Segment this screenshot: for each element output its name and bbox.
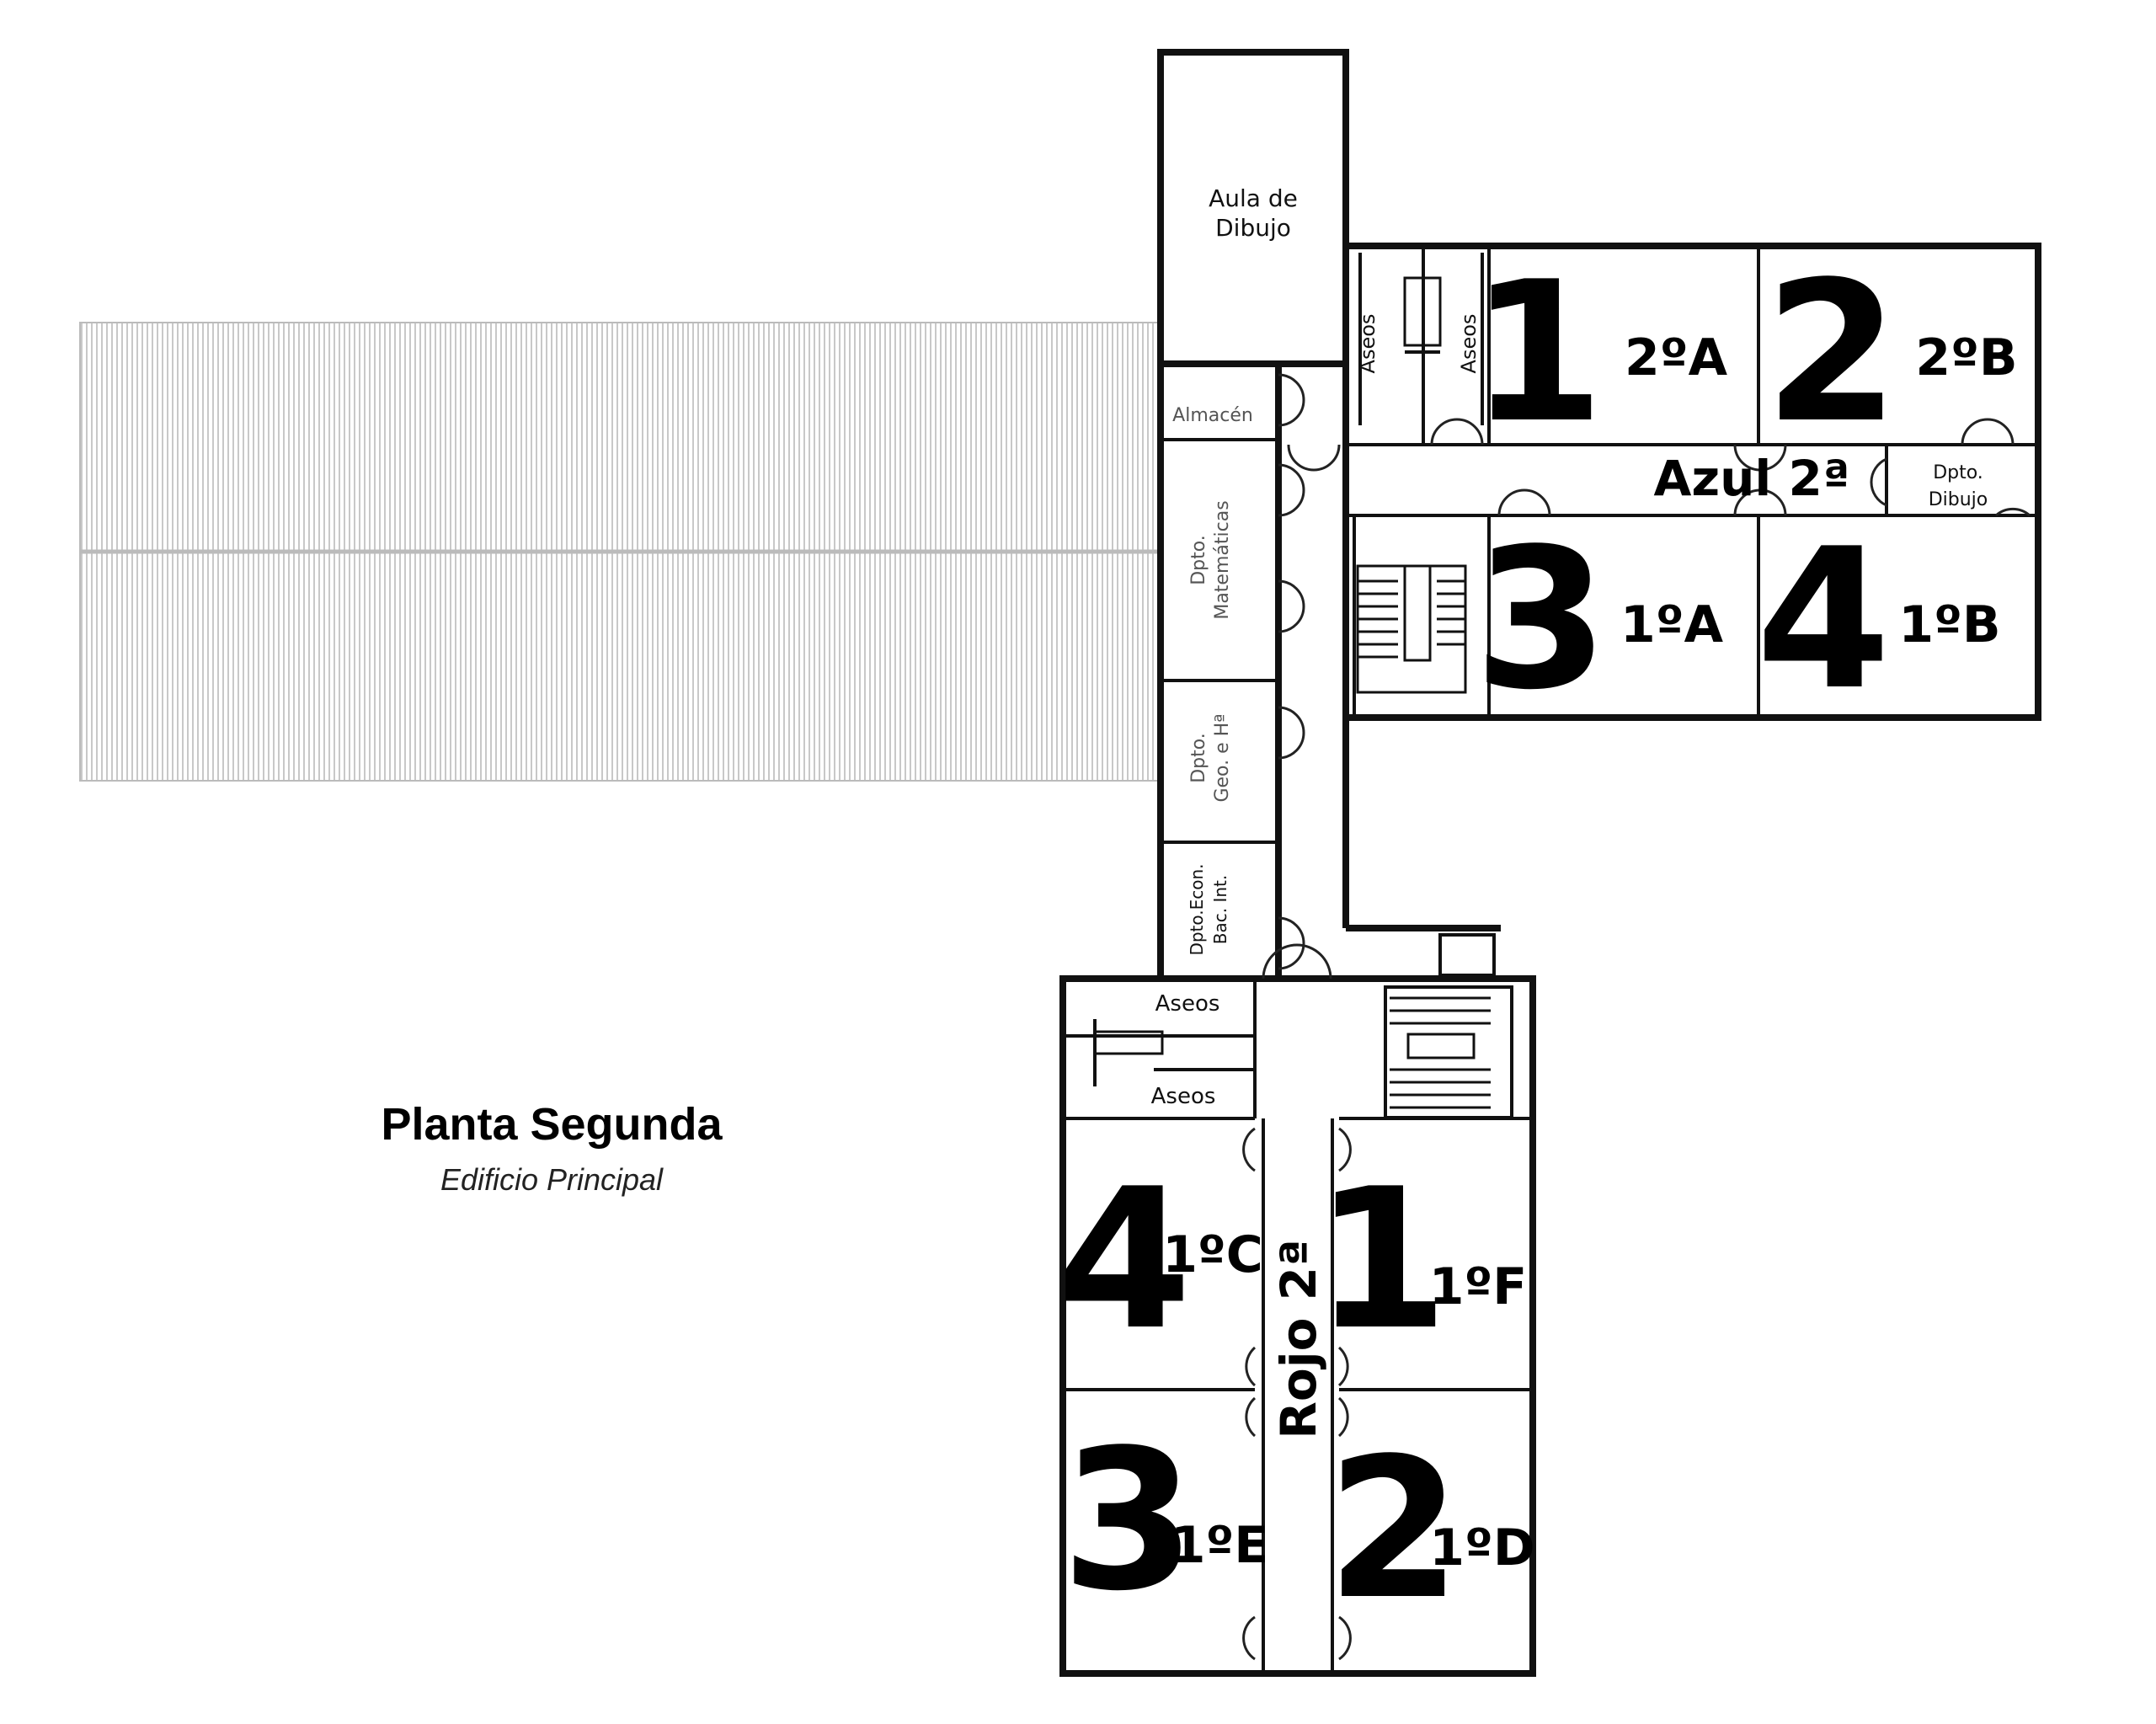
classroom-rojo-2-group: 1ºD xyxy=(1429,1519,1534,1577)
room-dpto-dibujo-line2: Dibujo xyxy=(1929,489,1988,510)
classroom-azul-3-number: 3 xyxy=(1474,508,1609,733)
room-aseos-south-top: Aseos xyxy=(1155,991,1220,1017)
classroom-rojo-3-group: 1ºE xyxy=(1171,1516,1269,1575)
room-dpto-matematicas-line2: Matemáticas xyxy=(1212,500,1233,619)
building-walls xyxy=(1059,49,2041,1677)
room-dpto-dibujo-line1: Dpto. xyxy=(1933,462,1983,483)
room-dpto-econ-line1: Dpto.Econ. xyxy=(1187,863,1207,955)
room-aseos-south-bottom: Aseos xyxy=(1151,1084,1216,1109)
classroom-rojo-1-group: 1ºF xyxy=(1429,1257,1528,1316)
room-aseos-north-left: Aseos xyxy=(1356,314,1380,374)
stairs-south xyxy=(1390,996,1491,1109)
corridor-rojo-label: Rojo 2ª xyxy=(1270,1239,1327,1439)
roof-area xyxy=(79,322,1159,782)
classroom-rojo-3-number: 3 xyxy=(1061,1409,1196,1634)
classroom-azul-2-group: 2ºB xyxy=(1915,328,2017,387)
classroom-azul-1-group: 2ºA xyxy=(1625,328,1728,387)
classroom-azul-4-group: 1ºB xyxy=(1898,595,2000,654)
room-dpto-econ-line2: Bac. Int. xyxy=(1210,875,1230,944)
classroom-azul-1-number: 1 xyxy=(1470,241,1604,466)
stairs-east xyxy=(1356,564,1467,694)
room-dpto-geo-line2: Geo. e Hª xyxy=(1212,713,1233,802)
classroom-rojo-4-number: 4 xyxy=(1057,1148,1192,1373)
page-title: Planta Segunda xyxy=(381,1099,723,1150)
classroom-azul-3-group: 1ºA xyxy=(1620,595,1724,654)
classroom-azul-4-number: 4 xyxy=(1756,508,1891,733)
room-aula-dibujo-line1: Aula de xyxy=(1209,184,1298,212)
page-subtitle: Edificio Principal xyxy=(440,1162,664,1197)
room-aseos-north-right: Aseos xyxy=(1457,314,1481,374)
doors xyxy=(1242,373,2031,1661)
classroom-rojo-4-group: 1ºC xyxy=(1162,1225,1263,1284)
classroom-rojo-2-number: 2 xyxy=(1326,1417,1461,1642)
room-dpto-geo-line1: Dpto. xyxy=(1188,733,1209,783)
corridor-azul-label: Azul 2ª xyxy=(1653,450,1849,507)
room-almacen: Almacén xyxy=(1172,405,1253,426)
aseos-fixtures-south xyxy=(1093,1019,1164,1086)
aseos-fixtures-north xyxy=(1358,253,1484,425)
classroom-azul-2-number: 2 xyxy=(1764,241,1899,466)
classroom-rojo-1-number: 1 xyxy=(1314,1148,1449,1373)
room-aula-dibujo-line2: Dibujo xyxy=(1215,214,1291,242)
room-dpto-matematicas-line1: Dpto. xyxy=(1188,535,1209,585)
